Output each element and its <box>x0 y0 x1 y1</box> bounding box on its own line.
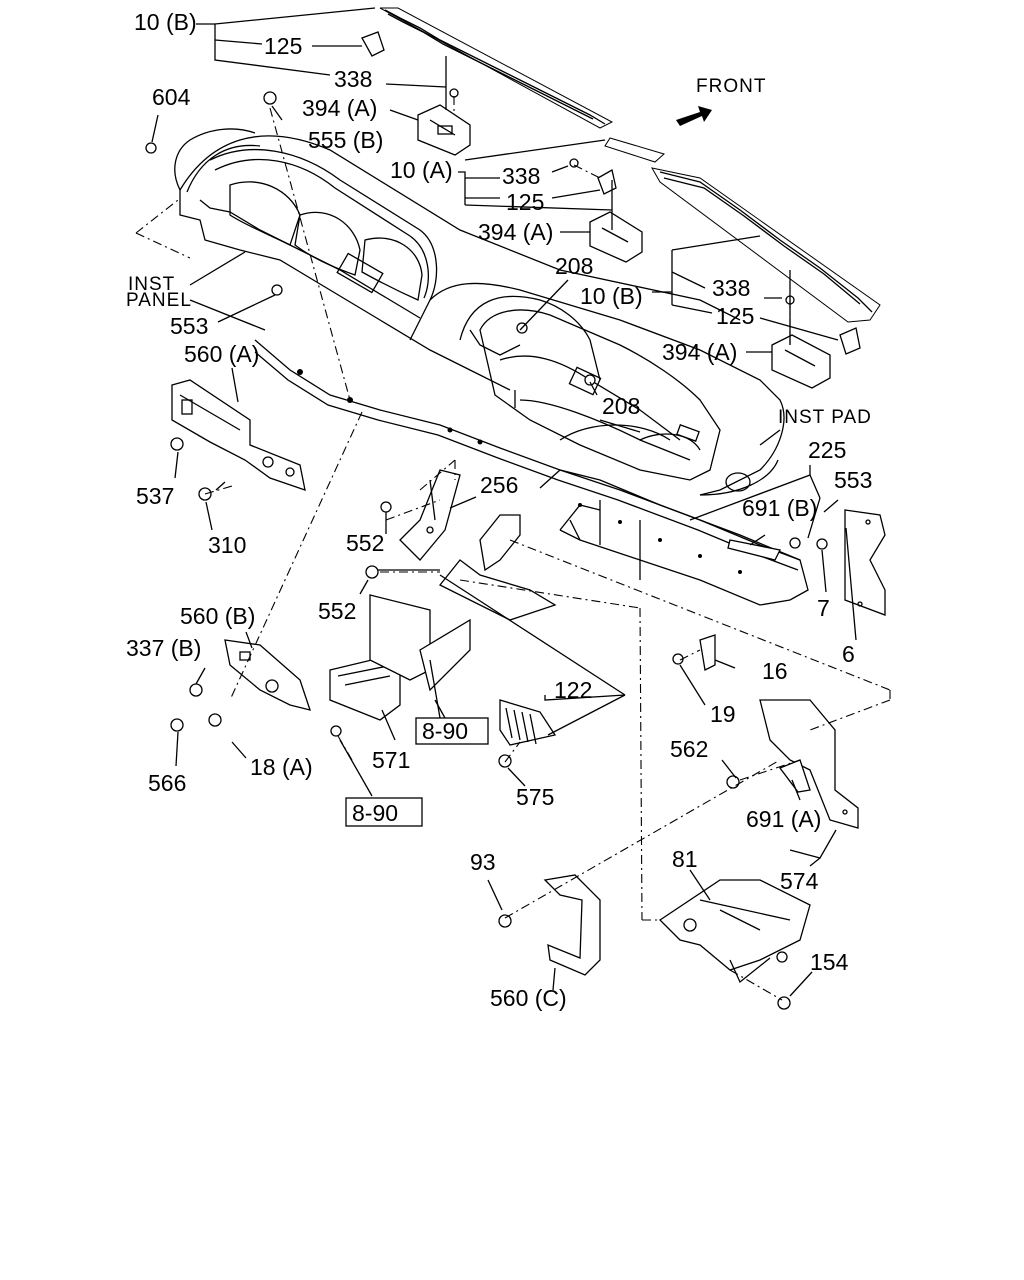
callout-338-mid: 338 <box>502 163 540 189</box>
callout-691a: 691 (A) <box>746 806 821 832</box>
inst-pad-label: INST PAD <box>778 407 872 428</box>
clip-394a-right <box>771 334 831 389</box>
callout-560c: 560 (C) <box>490 985 567 1011</box>
callout-208-a: 208 <box>555 253 593 279</box>
reference-box-b: 8-90 <box>345 797 423 827</box>
front-label: FRONT <box>696 76 766 97</box>
callout-10b-right: 10 (B) <box>580 283 643 309</box>
reference-box-b-label: 8-90 <box>352 800 398 826</box>
callout-122: 122 <box>554 677 592 703</box>
mounting-plate-81 <box>658 879 811 984</box>
callout-10b-top: 10 (B) <box>134 9 197 35</box>
callout-10a: 10 (A) <box>390 157 453 183</box>
callout-125-top: 125 <box>264 33 302 59</box>
phantom-lines <box>204 96 891 1001</box>
bracket-574 <box>759 699 859 829</box>
strip-691b <box>727 539 781 561</box>
callout-552-b: 552 <box>318 598 356 624</box>
reference-box-a-label: 8-90 <box>422 718 468 744</box>
callout-560b: 560 (B) <box>180 603 255 629</box>
clip-125-right <box>839 327 861 355</box>
clip-125-mid <box>597 168 617 195</box>
callout-555b: 555 (B) <box>308 127 383 153</box>
callout-553-right: 553 <box>834 467 872 493</box>
callout-552-a: 552 <box>346 530 384 556</box>
clip-394a-mid <box>589 211 643 263</box>
bracket-256 <box>399 469 557 621</box>
clip-394a-top <box>417 104 471 156</box>
pocket-571 <box>329 594 471 721</box>
callout-394a-right: 394 (A) <box>662 339 737 365</box>
callout-575: 575 <box>516 784 554 810</box>
callout-16: 16 <box>762 658 788 684</box>
bracket-16 <box>699 634 716 671</box>
instrument-panel-body <box>174 128 785 496</box>
callout-338-right: 338 <box>712 275 750 301</box>
callout-93: 93 <box>470 849 496 875</box>
callout-125-mid: 125 <box>506 189 544 215</box>
callout-691b: 691 (B) <box>742 495 817 521</box>
callout-6: 6 <box>842 641 855 667</box>
defroster-grille-strip <box>379 7 881 323</box>
callout-7: 7 <box>817 595 830 621</box>
callout-81: 81 <box>672 846 698 872</box>
callout-125-right: 125 <box>716 303 754 329</box>
callout-337b: 337 (B) <box>126 635 201 661</box>
callout-566: 566 <box>148 770 186 796</box>
clip-125-top <box>361 31 385 57</box>
callout-19: 19 <box>710 701 736 727</box>
callout-338-top: 338 <box>334 66 372 92</box>
front-direction-arrow <box>676 106 712 126</box>
callout-225: 225 <box>808 437 846 463</box>
bracket-560a <box>171 379 306 491</box>
callout-208-b: 208 <box>602 393 640 419</box>
callout-154: 154 <box>810 949 849 975</box>
bracket-560c <box>543 874 601 976</box>
callout-537: 537 <box>136 483 174 509</box>
switch-panel-122 <box>499 699 557 746</box>
inst-panel-label-line1: INST <box>128 274 175 295</box>
callout-394a-mid: 394 (A) <box>478 219 553 245</box>
bracket-6 <box>844 509 886 616</box>
callout-labels: 10 (B) 125 338 604 394 (A) 555 (B) 10 (A… <box>126 9 872 1011</box>
callout-571: 571 <box>372 747 410 773</box>
cross-member-beam <box>254 339 809 606</box>
bracket-560b <box>224 639 311 711</box>
inst-panel-label-line2: PANEL <box>126 290 192 311</box>
callout-310: 310 <box>208 532 246 558</box>
callout-256: 256 <box>480 472 518 498</box>
callout-553-left: 553 <box>170 313 208 339</box>
reference-box-a: 8-90 <box>415 717 489 745</box>
callout-562: 562 <box>670 736 708 762</box>
callout-604: 604 <box>152 84 191 110</box>
callout-574: 574 <box>780 868 819 894</box>
callout-394a-top: 394 (A) <box>302 95 377 121</box>
callout-560a: 560 (A) <box>184 341 259 367</box>
callout-18a: 18 (A) <box>250 754 313 780</box>
